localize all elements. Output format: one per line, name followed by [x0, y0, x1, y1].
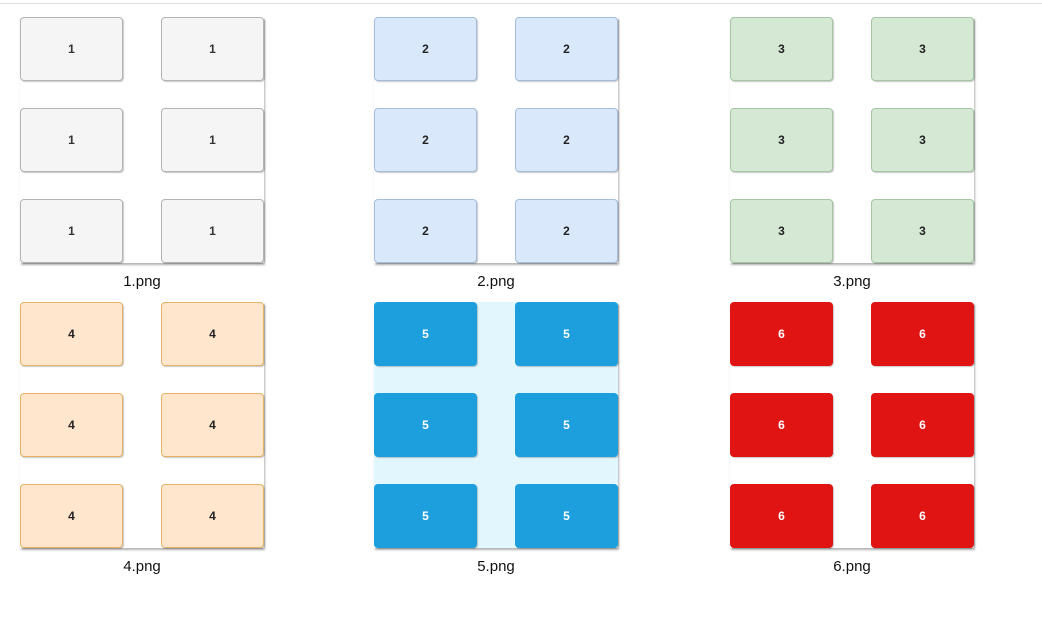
diagram-box: 1: [20, 17, 123, 81]
diagram-box: 6: [730, 302, 833, 366]
file-thumbnail-5[interactable]: 5 5 5 5 5 5 5.png: [374, 302, 618, 576]
diagram-box: 5: [515, 302, 618, 366]
diagram-box: 6: [871, 302, 974, 366]
file-name-label[interactable]: 4.png: [123, 558, 161, 575]
diagram-box: 3: [871, 199, 974, 263]
diagram-box: 5: [374, 484, 477, 548]
file-name-label[interactable]: 2.png: [477, 273, 515, 290]
diagram-box: 6: [730, 393, 833, 457]
diagram-box: 6: [871, 484, 974, 548]
file-thumbnail-3[interactable]: 3 3 3 3 3 3 3.png: [730, 17, 974, 291]
file-name-label[interactable]: 3.png: [833, 273, 871, 290]
file-name-label[interactable]: 5.png: [477, 558, 515, 575]
diagram-box: 5: [515, 484, 618, 548]
diagram-box: 2: [515, 199, 618, 263]
diagram-box: 5: [374, 393, 477, 457]
thumbnail-image[interactable]: 6 6 6 6 6 6: [730, 302, 974, 548]
thumbnail-image[interactable]: 4 4 4 4 4 4: [20, 302, 264, 548]
file-name-label[interactable]: 6.png: [833, 558, 871, 575]
diagram-box: 1: [161, 17, 264, 81]
diagram-box: 2: [374, 17, 477, 81]
diagram-box: 1: [161, 199, 264, 263]
diagram-box: 6: [871, 393, 974, 457]
diagram-box: 4: [20, 484, 123, 548]
diagram-box: 4: [161, 393, 264, 457]
file-thumbnail-1[interactable]: 1 1 1 1 1 1 1.png: [20, 17, 264, 291]
file-thumbnail-6[interactable]: 6 6 6 6 6 6 6.png: [730, 302, 974, 576]
thumbnail-image[interactable]: 1 1 1 1 1 1: [20, 17, 264, 263]
diagram-box: 5: [374, 302, 477, 366]
thumbnail-image[interactable]: 3 3 3 3 3 3: [730, 17, 974, 263]
diagram-box: 6: [730, 484, 833, 548]
diagram-box: 2: [374, 199, 477, 263]
diagram-box: 4: [161, 302, 264, 366]
diagram-box: 4: [20, 393, 123, 457]
diagram-box: 4: [20, 302, 123, 366]
diagram-box: 3: [871, 108, 974, 172]
diagram-box: 4: [161, 484, 264, 548]
diagram-box: 3: [730, 108, 833, 172]
top-divider: [0, 3, 1042, 4]
diagram-box: 3: [871, 17, 974, 81]
diagram-box: 1: [20, 108, 123, 172]
diagram-box: 1: [20, 199, 123, 263]
diagram-box: 3: [730, 17, 833, 81]
file-name-label[interactable]: 1.png: [123, 273, 161, 290]
diagram-box: 2: [515, 108, 618, 172]
file-thumbnail-2[interactable]: 2 2 2 2 2 2 2.png: [374, 17, 618, 291]
thumbnail-image[interactable]: 5 5 5 5 5 5: [374, 302, 618, 548]
diagram-box: 3: [730, 199, 833, 263]
diagram-box: 5: [515, 393, 618, 457]
thumbnail-image[interactable]: 2 2 2 2 2 2: [374, 17, 618, 263]
file-thumbnail-4[interactable]: 4 4 4 4 4 4 4.png: [20, 302, 264, 576]
diagram-box: 1: [161, 108, 264, 172]
diagram-box: 2: [374, 108, 477, 172]
diagram-box: 2: [515, 17, 618, 81]
